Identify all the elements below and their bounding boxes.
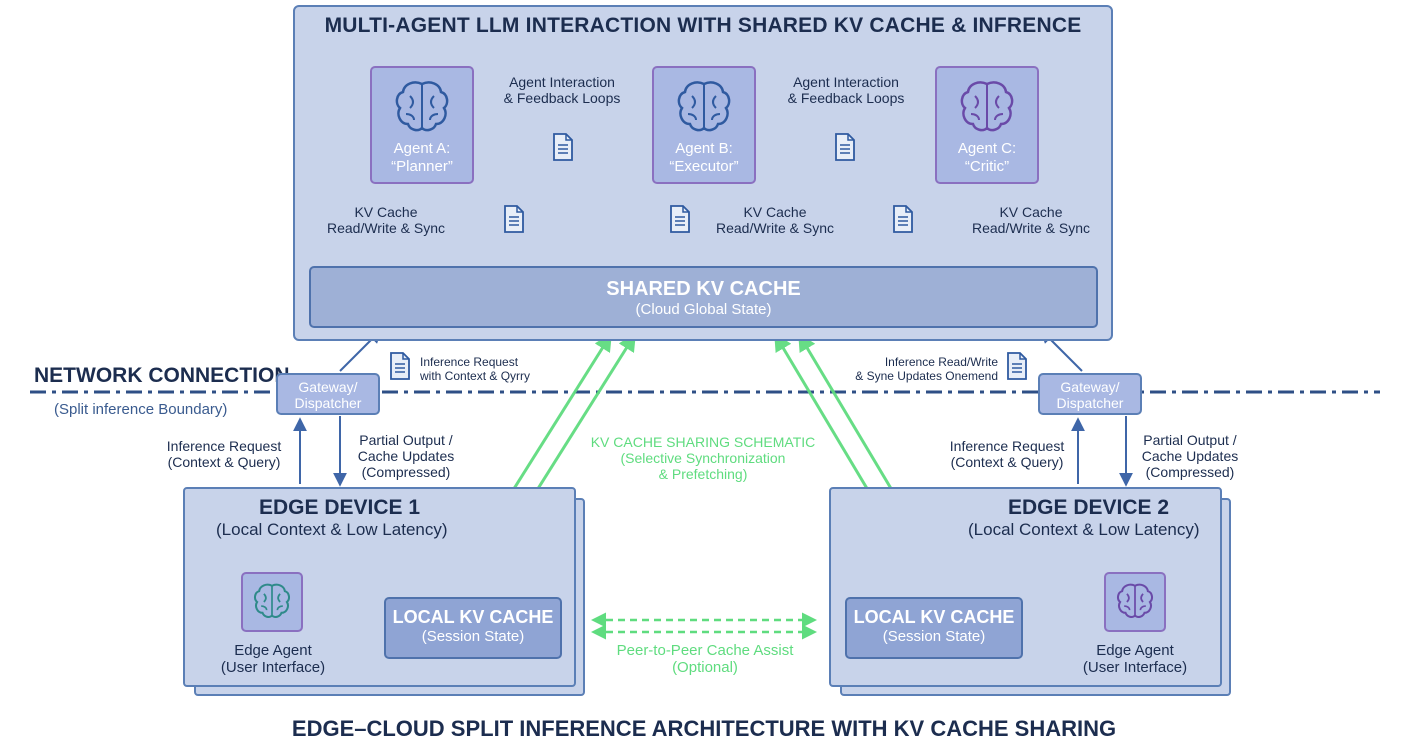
- brain-icon: [960, 81, 1014, 132]
- edge1-down-label: Partial Output /Cache Updates(Compressed…: [357, 432, 455, 480]
- network-title: NETWORK CONNECTION: [34, 364, 290, 387]
- edge2-up-label: Inference Request(Context & Query): [949, 438, 1065, 470]
- gateway-dispatcher-2[interactable]: Gateway/Dispatcher: [1038, 373, 1142, 415]
- edge1-up-label: Inference Request(Context & Query): [166, 438, 282, 470]
- agent-b-label: Agent B:“Executor”: [669, 140, 739, 175]
- brain-icon: [254, 583, 290, 618]
- shared-kv-subtitle: (Cloud Global State): [635, 301, 772, 318]
- edge-device-2-title: EDGE DEVICE 2: [1008, 496, 1170, 519]
- document-icon: [1007, 352, 1027, 380]
- agent-interaction-label-ab: Agent Interaction& Feedback Loops: [503, 74, 621, 106]
- document-icon: [390, 352, 410, 380]
- edge-agent-2-card[interactable]: [1104, 572, 1166, 632]
- edge2-down-label: Partial Output /Cache Updates(Compressed…: [1141, 432, 1239, 480]
- agent-a-card[interactable]: Agent A:“Planner”: [370, 66, 474, 184]
- edge-agent-2-label: Edge Agent(User Interface): [1082, 642, 1188, 676]
- shared-kv-title: SHARED KV CACHE: [606, 278, 801, 300]
- local-kv-1-title: LOCAL KV CACHE: [392, 607, 554, 627]
- edge-device-1-title: EDGE DEVICE 1: [259, 496, 421, 519]
- document-icon: [893, 205, 913, 233]
- local-kv-1-subtitle: (Session State): [421, 628, 525, 645]
- brain-icon: [395, 81, 449, 132]
- schematic-label: KV CACHE SHARING SCHEMATIC(Selective Syn…: [590, 434, 816, 482]
- gateway-dispatcher-1[interactable]: Gateway/Dispatcher: [276, 373, 380, 415]
- local-kv-2-title: LOCAL KV CACHE: [853, 607, 1015, 627]
- bottom-title: EDGE–CLOUD SPLIT INFERENCE ARCHITECTURE …: [291, 716, 1117, 741]
- edge-device-2-subtitle: (Local Context & Low Latency): [968, 520, 1200, 539]
- document-icon: [504, 205, 524, 233]
- shared-kv-cache[interactable]: SHARED KV CACHE (Cloud Global State): [309, 266, 1098, 328]
- agent-b-card[interactable]: Agent B:“Executor”: [652, 66, 756, 184]
- main-title: MULTI-AGENT LLM INTERACTION WITH SHARED …: [324, 14, 1082, 37]
- agent-c-label: Agent C:“Critic”: [957, 140, 1017, 175]
- p2p-label: Peer-to-Peer Cache Assist(Optional): [616, 642, 794, 676]
- edge-agent-1-label: Edge Agent(User Interface): [220, 642, 326, 676]
- edge-device-1-subtitle: (Local Context & Low Latency): [216, 520, 448, 539]
- document-icon: [670, 205, 690, 233]
- network-subtitle: (Split inference Boundary): [54, 401, 228, 418]
- brain-icon: [677, 81, 731, 132]
- cloud-request-label-right: Inference Read/Write& Syne Updates Oneme…: [855, 355, 998, 383]
- brain-icon: [1117, 583, 1153, 618]
- local-kv-cache-1[interactable]: LOCAL KV CACHE (Session State): [384, 597, 562, 659]
- document-icon: [835, 133, 855, 161]
- agent-interaction-label-bc: Agent Interaction& Feedback Loops: [787, 74, 905, 106]
- local-kv-cache-2[interactable]: LOCAL KV CACHE (Session State): [845, 597, 1023, 659]
- agent-c-card[interactable]: Agent C:“Critic”: [935, 66, 1039, 184]
- document-icon: [553, 133, 573, 161]
- local-kv-2-subtitle: (Session State): [882, 628, 986, 645]
- agent-a-label: Agent A:“Planner”: [391, 140, 453, 175]
- edge-agent-1-card[interactable]: [241, 572, 303, 632]
